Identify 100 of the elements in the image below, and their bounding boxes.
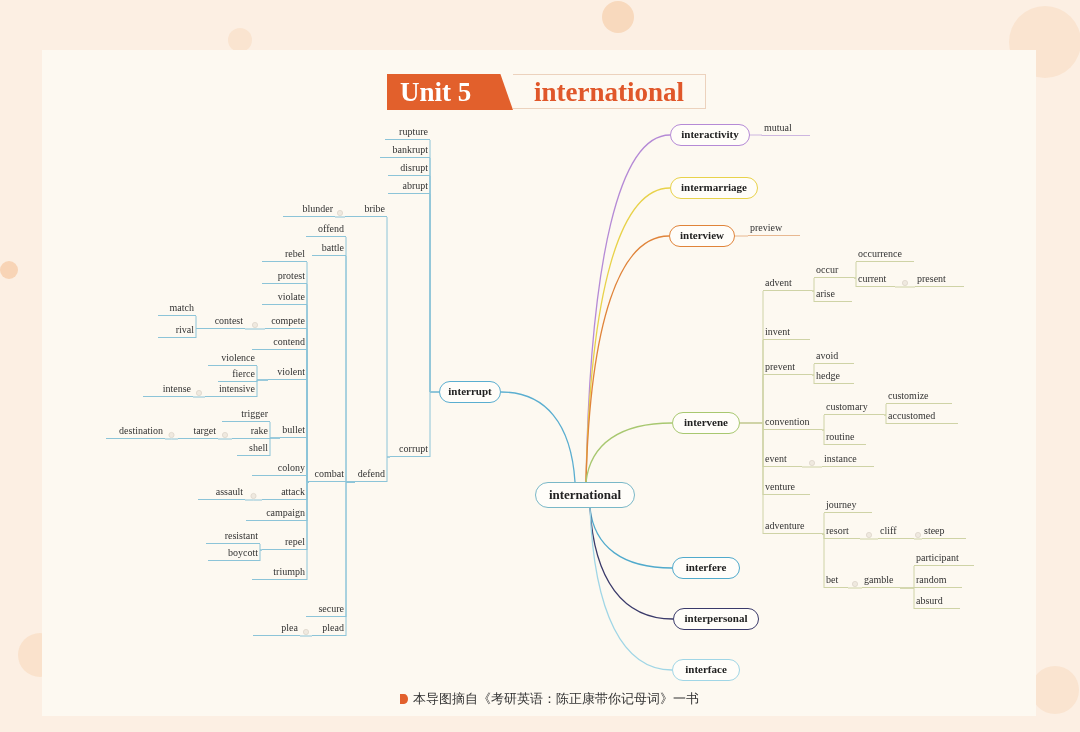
topic-bubble: interview xyxy=(669,225,735,247)
word-topic: adventure xyxy=(763,519,822,534)
word-topic: contest xyxy=(196,314,245,329)
word-topic: occur xyxy=(814,263,854,278)
word-topic: resistant xyxy=(206,529,260,544)
word-topic: cliff xyxy=(878,524,914,539)
connector xyxy=(195,315,197,330)
word-topic: arise xyxy=(814,287,852,302)
connector xyxy=(859,538,879,540)
word-topic: routine xyxy=(824,430,866,445)
word-topic: corrupt xyxy=(390,442,430,457)
connector xyxy=(734,235,749,237)
word-topic: target xyxy=(178,424,218,439)
connector xyxy=(913,538,923,540)
connector xyxy=(299,635,313,637)
word-topic: campaign xyxy=(246,506,307,521)
word-topic: rebel xyxy=(262,247,307,262)
title-banner: international xyxy=(513,74,706,109)
connector xyxy=(811,290,815,303)
word-topic: fierce xyxy=(218,367,257,382)
word-topic: secure xyxy=(306,602,346,617)
word-topic: random xyxy=(914,573,962,588)
word-topic: shell xyxy=(237,441,270,456)
unit-badge: Unit 5 xyxy=(387,74,513,110)
word-topic: rake xyxy=(232,424,270,439)
connector xyxy=(821,512,825,535)
connector xyxy=(883,414,887,425)
connector xyxy=(500,391,576,483)
word-topic: battle xyxy=(312,241,346,256)
word-topic: repel xyxy=(262,535,307,550)
word-topic: blunder xyxy=(283,202,335,217)
word-topic: contend xyxy=(252,335,307,350)
connector xyxy=(244,499,263,501)
connector xyxy=(306,475,310,483)
connector xyxy=(306,481,310,581)
connector xyxy=(847,587,863,589)
connector xyxy=(334,216,346,218)
word-topic: triumph xyxy=(252,565,307,580)
connector xyxy=(883,403,887,416)
topic-bubble: interrupt xyxy=(439,381,501,403)
word-topic: plea xyxy=(253,621,300,636)
connector xyxy=(821,533,825,589)
topic-bubble: interface xyxy=(672,659,740,681)
word-topic: customary xyxy=(824,400,884,415)
connector xyxy=(259,543,263,551)
central-topic: international xyxy=(535,482,635,508)
word-topic: mutual xyxy=(762,121,810,136)
topic-bubble: interpersonal xyxy=(673,608,759,630)
word-topic: bribe xyxy=(345,202,387,217)
word-topic: protest xyxy=(262,269,307,284)
word-topic: prevent xyxy=(763,360,812,375)
word-topic: bullet xyxy=(280,423,307,438)
word-topic: destination xyxy=(106,424,165,439)
connector xyxy=(585,235,670,483)
word-topic: accustomed xyxy=(886,409,958,424)
connector xyxy=(585,422,673,483)
connector xyxy=(811,363,815,376)
connector xyxy=(217,438,233,440)
word-topic: defend xyxy=(355,467,387,482)
word-topic: absurd xyxy=(914,594,960,609)
word-topic: bankrupt xyxy=(380,143,430,158)
connector xyxy=(256,379,269,398)
word-topic: disrupt xyxy=(388,161,430,176)
word-topic: venture xyxy=(763,480,810,495)
connector xyxy=(894,286,916,288)
connector xyxy=(269,437,281,457)
word-topic: event xyxy=(763,452,802,467)
word-topic: violate xyxy=(262,290,307,305)
connector xyxy=(386,216,391,458)
topic-bubble: intermarriage xyxy=(670,177,758,199)
connector xyxy=(244,328,266,330)
word-topic: resort xyxy=(824,524,860,539)
word-topic: attack xyxy=(262,485,307,500)
word-topic: participant xyxy=(914,551,974,566)
word-topic: present xyxy=(915,272,964,287)
connector xyxy=(853,277,857,288)
connector xyxy=(853,261,857,279)
word-topic: abrupt xyxy=(388,179,430,194)
word-topic: compete xyxy=(265,314,307,329)
connector xyxy=(899,587,915,610)
word-topic: offend xyxy=(306,222,346,237)
word-topic: combat xyxy=(309,467,346,482)
connector xyxy=(589,507,673,671)
word-topic: current xyxy=(856,272,895,287)
connector xyxy=(811,374,815,385)
word-topic: rupture xyxy=(385,125,430,140)
word-topic: journey xyxy=(824,498,872,513)
word-topic: convention xyxy=(763,415,822,430)
connector xyxy=(192,396,206,398)
word-topic: violent xyxy=(268,365,307,380)
topic-bubble: interfere xyxy=(672,557,740,579)
connector xyxy=(801,466,823,468)
word-topic: trigger xyxy=(222,407,270,422)
word-topic: colony xyxy=(252,461,307,476)
word-topic: instance xyxy=(822,452,874,467)
word-topic: intensive xyxy=(205,382,257,397)
word-topic: advent xyxy=(763,276,812,291)
word-topic: bet xyxy=(824,573,848,588)
word-topic: occurrence xyxy=(856,247,914,262)
word-topic: boycott xyxy=(208,546,260,561)
